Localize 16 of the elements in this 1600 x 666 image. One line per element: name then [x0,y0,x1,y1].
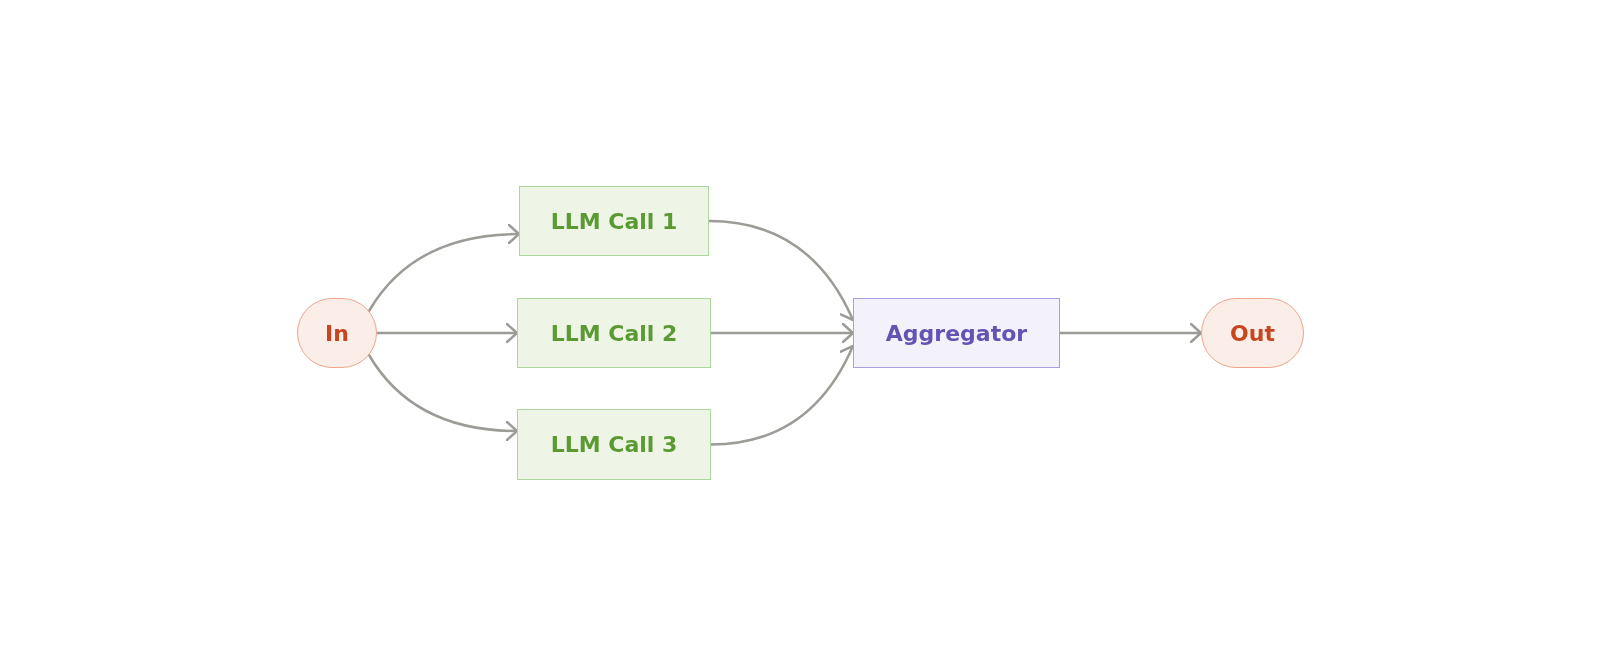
node-label: In [325,320,349,346]
node-label: LLM Call 3 [550,432,678,457]
node-label: LLM Call 1 [550,208,678,234]
node-label: Aggregator [885,320,1028,346]
arrow [709,322,855,344]
process-box [519,186,709,256]
arrow [375,322,519,344]
node-label: LLM Call 2 [550,320,678,346]
process-box [517,298,711,368]
arrow [367,353,519,441]
terminal-pill [297,298,377,368]
process-box [517,409,711,480]
node-label: Out [1230,320,1275,346]
process-box [853,298,1060,368]
arrow [367,224,521,313]
arrow [1058,322,1203,344]
